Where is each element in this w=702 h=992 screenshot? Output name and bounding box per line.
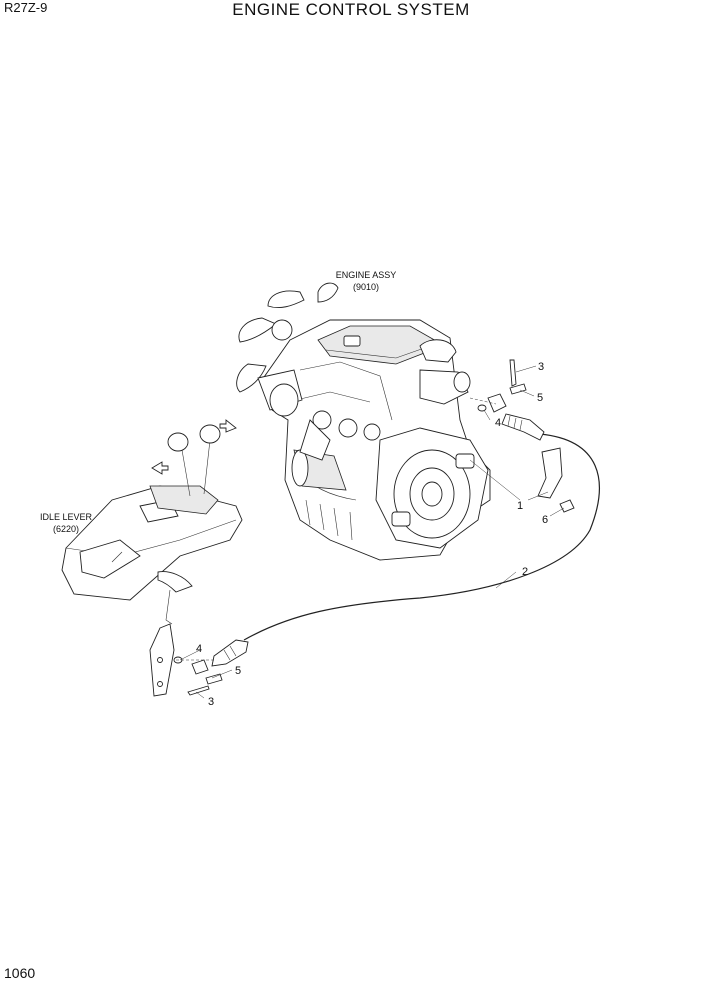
callout-2: 2 [522, 566, 528, 578]
idle-lever-code: (6220) [53, 524, 79, 534]
lever-side-hardware [173, 656, 223, 696]
callout-6: 6 [542, 514, 548, 526]
page-title: ENGINE CONTROL SYSTEM [232, 0, 470, 19]
engine-assembly-drawing [236, 282, 491, 561]
callout-5-top: 5 [537, 392, 543, 404]
throttle-cable [211, 413, 600, 667]
idle-lever-console-drawing [61, 419, 243, 697]
page-number: 1060 [4, 965, 36, 981]
cooling-fan [236, 282, 339, 393]
callout-5-bottom: 5 [235, 665, 241, 677]
engine-assy-label: ENGINE ASSY [336, 270, 397, 280]
model-code: R27Z-9 [4, 0, 48, 15]
callout-3-top: 3 [538, 361, 544, 373]
callout-3-bottom: 3 [208, 696, 214, 708]
engine-assy-code: (9010) [353, 282, 379, 292]
idle-lever-label: IDLE LEVER [40, 512, 93, 522]
engine-side-hardware [477, 359, 575, 513]
callout-1: 1 [517, 500, 523, 512]
leader-lines [176, 365, 565, 699]
callout-4-top: 4 [495, 417, 501, 429]
callout-4-bottom: 4 [196, 643, 202, 655]
